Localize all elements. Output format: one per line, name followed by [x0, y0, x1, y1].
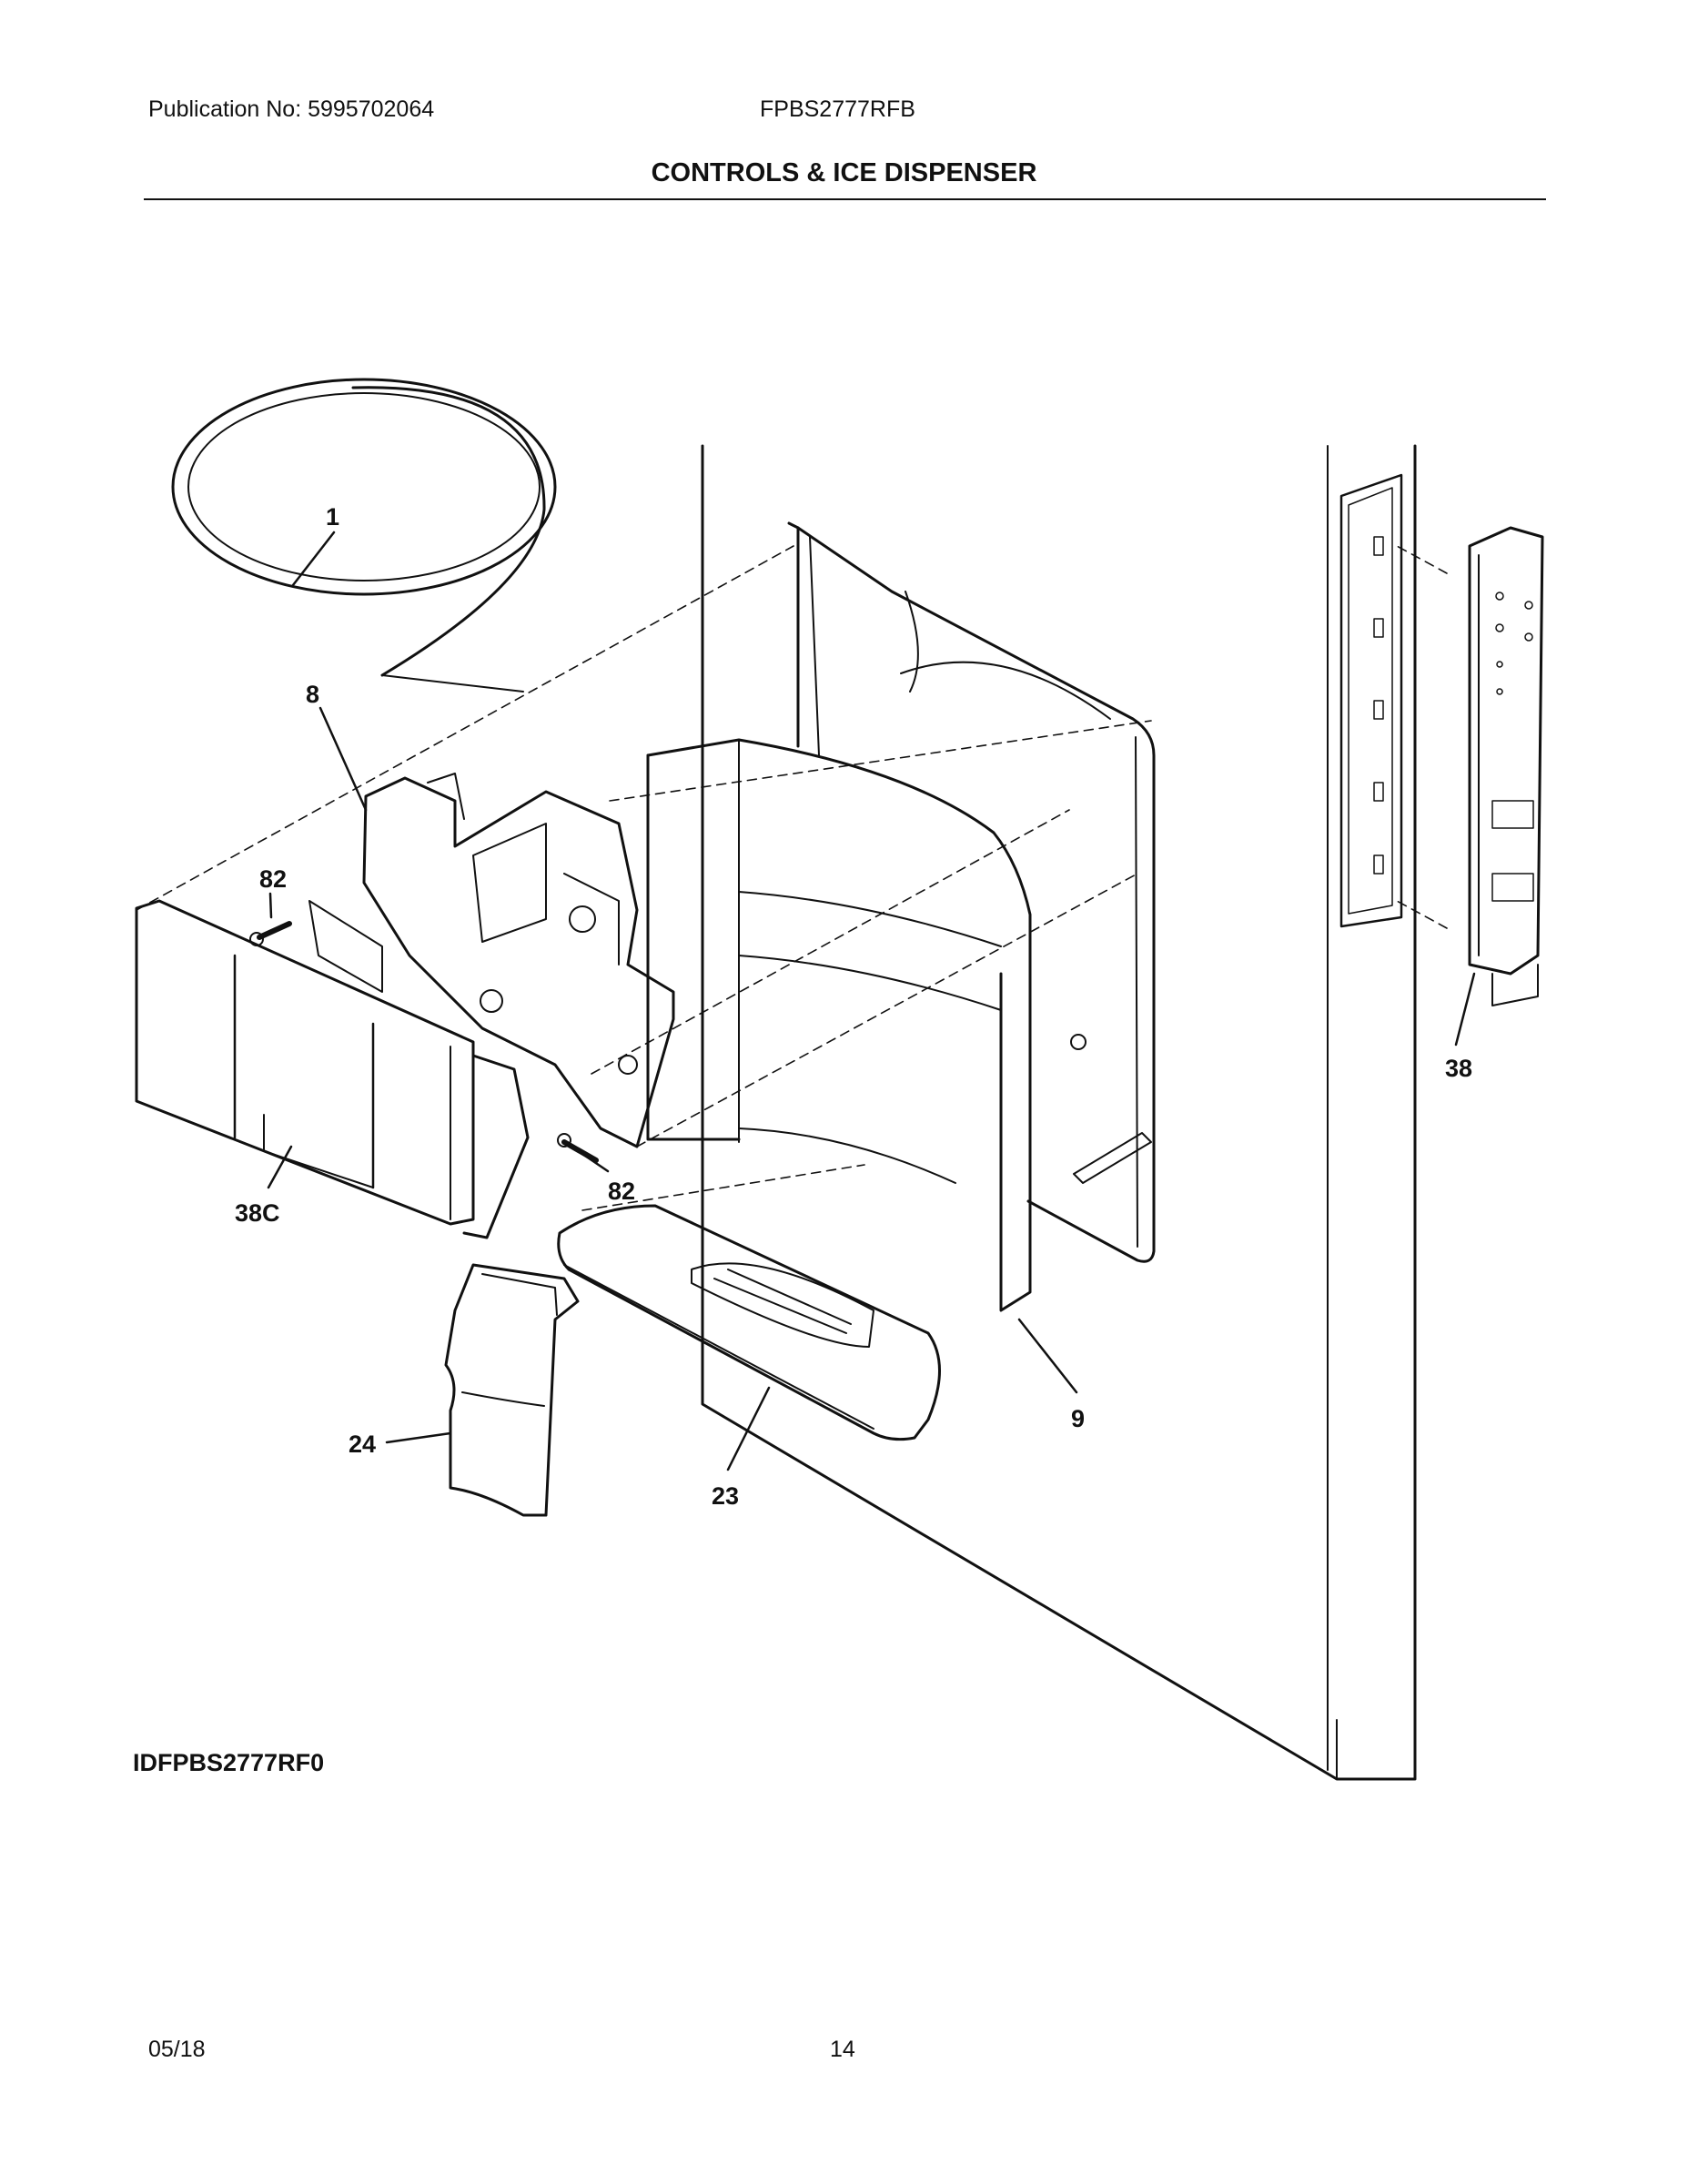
assembly-guides: [136, 545, 1448, 1211]
figure-id: IDFPBS2777RF0: [133, 1749, 325, 1776]
ice-chute: [646, 738, 1032, 1312]
page-title: CONTROLS & ICE DISPENSER: [651, 158, 1037, 187]
screw-lower: [557, 1133, 599, 1163]
callout-8: 8: [306, 681, 319, 708]
publication-number: Publication No: 5995702064: [148, 96, 435, 122]
callout-82-upper: 82: [259, 865, 287, 893]
callout-38: 38: [1445, 1055, 1472, 1082]
page-number: 14: [830, 2037, 855, 2062]
callout-82-lower: 82: [608, 1178, 635, 1205]
actuator-assembly: [308, 773, 675, 1148]
callout-1: 1: [326, 503, 339, 531]
callout-9: 9: [1071, 1405, 1085, 1432]
callouts: 1 8 82 82 38C 24 23 9 38: [235, 503, 1472, 1510]
model-number: FPBS2777RFB: [760, 96, 915, 122]
drip-tray: [557, 1204, 941, 1441]
publication-date: 05/18: [148, 2037, 206, 2062]
tubing-coil: [171, 378, 557, 693]
leader-lines: [267, 531, 1476, 1471]
dispenser-front-panel: [135, 899, 530, 1239]
dispenser-paddle: [444, 1263, 580, 1517]
callout-23: 23: [712, 1482, 739, 1510]
header-rule: [144, 198, 1546, 200]
control-board: [1468, 526, 1544, 1006]
screw-upper: [249, 921, 292, 946]
callout-38c: 38C: [235, 1199, 280, 1227]
door-panel: [701, 444, 1417, 1781]
dispenser-cavity: [787, 521, 1156, 1263]
callout-24: 24: [349, 1431, 376, 1458]
